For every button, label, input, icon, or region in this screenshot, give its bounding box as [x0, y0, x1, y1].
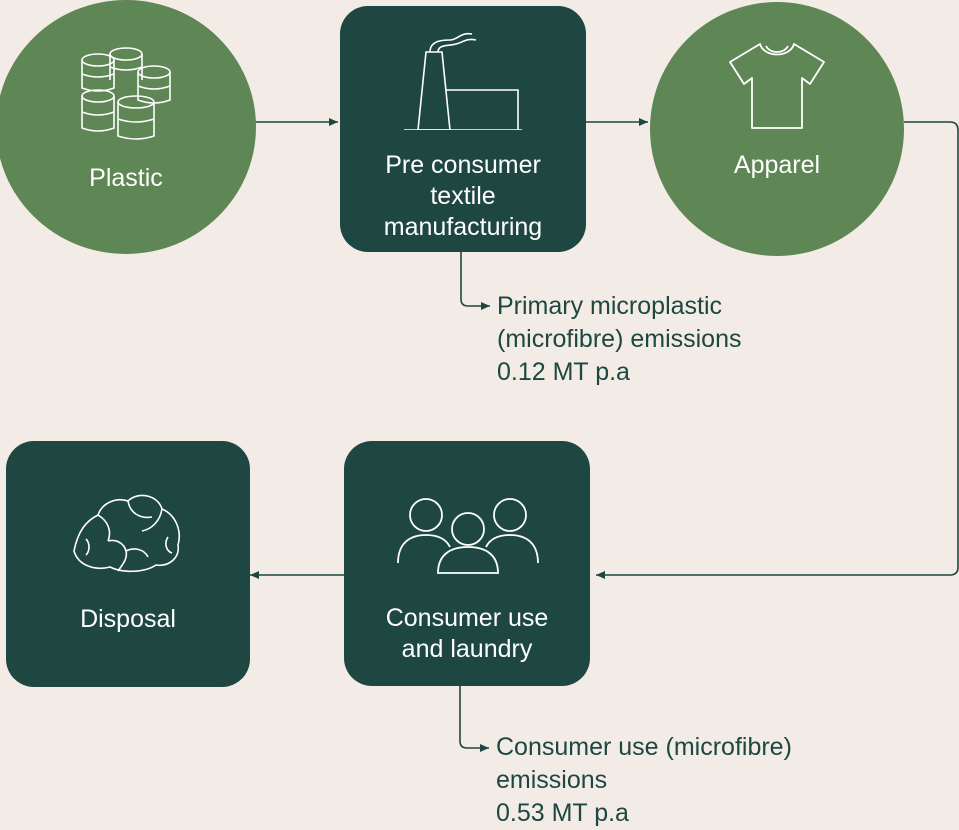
node-disposal-label: Disposal	[80, 605, 176, 633]
arrow-to-consumer-emissions	[459, 686, 489, 752]
note-primary-line1: Primary microplastic	[497, 292, 723, 320]
node-manufacturing: Pre consumer textile manufacturing	[340, 6, 586, 252]
people-icon	[397, 498, 539, 574]
waste-pile-icon	[73, 494, 180, 573]
note-primary-emissions: Primary microplastic (microfibre) emissi…	[497, 290, 741, 389]
arrow-apparel-to-consumer-use	[596, 121, 959, 579]
note-consumer-line1: Consumer use (microfibre)	[496, 733, 792, 761]
barrels-icon	[81, 47, 171, 140]
node-apparel: Apparel	[650, 2, 904, 256]
note-primary-line2: (microfibre) emissions	[497, 325, 742, 353]
node-plastic: Plastic	[0, 0, 256, 254]
node-manufacturing-label-line1: Pre consumer	[385, 151, 541, 179]
node-consumer-use: Consumer use and laundry	[344, 441, 590, 686]
note-consumer-emissions: Consumer use (microfibre) emissions 0.53…	[496, 731, 792, 830]
node-consumer-use-label-line1: Consumer use	[385, 604, 549, 632]
note-consumer-line2: emissions	[496, 766, 608, 794]
node-consumer-use-label-line2: and laundry	[401, 635, 533, 663]
tshirt-icon	[729, 43, 825, 129]
factory-icon	[404, 32, 522, 130]
arrow-to-primary-emissions	[460, 252, 490, 310]
note-primary-line3: 0.12 MT p.a	[497, 358, 630, 386]
node-manufacturing-label-line3: manufacturing	[383, 213, 543, 241]
node-plastic-label: Plastic	[89, 164, 163, 192]
note-consumer-line3: 0.53 MT p.a	[496, 799, 629, 827]
node-apparel-label: Apparel	[733, 151, 821, 179]
node-manufacturing-label-line2: textile	[430, 182, 496, 210]
node-disposal: Disposal	[6, 441, 250, 687]
